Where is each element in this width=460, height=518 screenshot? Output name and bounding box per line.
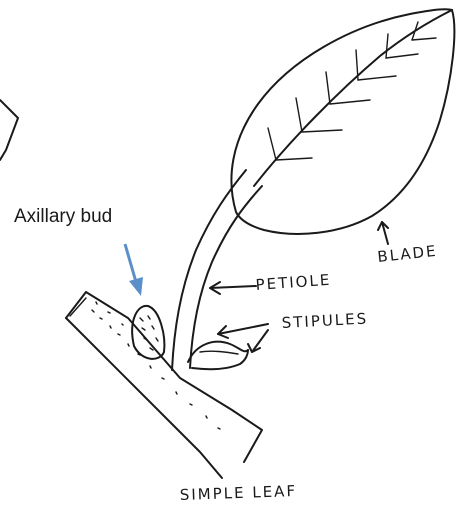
- blade-pointer-arrow: [378, 222, 388, 244]
- diagram-title: SIMPLE LEAF: [180, 482, 298, 504]
- stem: [66, 292, 262, 478]
- blade-label: BLADE: [377, 242, 439, 266]
- neighbor-figure-fragment: [0, 100, 18, 160]
- axillary-bud-pointer-arrow: [125, 244, 143, 296]
- stipules-label: STIPULES: [281, 309, 368, 332]
- axillary-bud: [132, 306, 164, 359]
- stipules-pointer-arrows: [218, 324, 268, 352]
- petiole-pointer-arrow: [210, 282, 256, 294]
- stipules: [188, 342, 248, 369]
- axillary-bud-label: Axillary bud: [14, 206, 112, 227]
- petiole: [172, 170, 262, 370]
- leaf-blade: [231, 9, 454, 234]
- petiole-label: PETIOLE: [255, 271, 332, 294]
